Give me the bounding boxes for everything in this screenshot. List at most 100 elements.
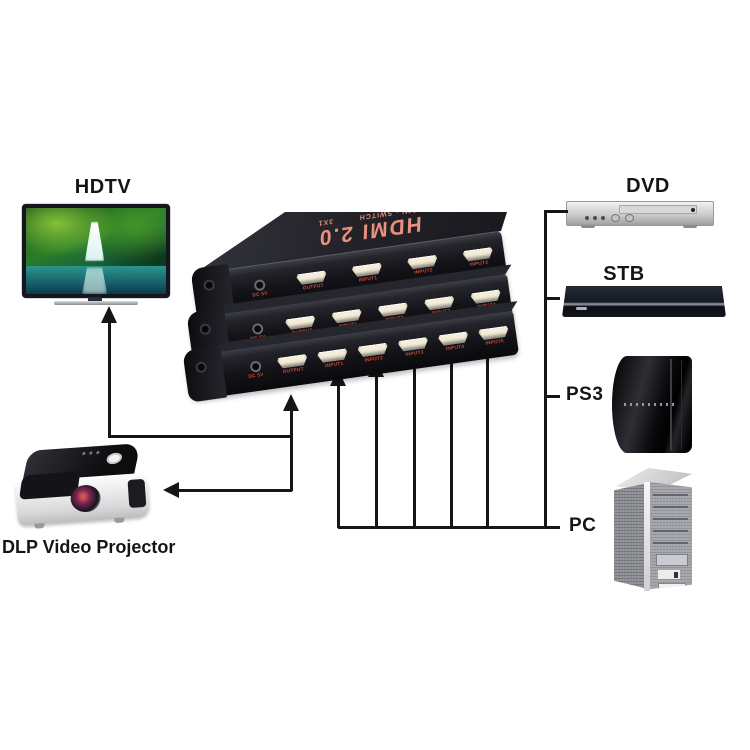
port-label: INPUT3 [405,350,425,358]
projector-label: DLP Video Projector [2,537,176,557]
port-label: INPUT5 [485,338,505,347]
line-input4 [450,357,453,528]
ps3-label: PS3 [566,384,604,405]
port-label: INPUT1 [358,275,378,284]
projector-body [15,471,151,529]
hdmi-port-icon [407,255,438,270]
dvd-button [601,216,605,220]
line-input5 [486,348,489,528]
port-label: INPUT1 [324,361,344,369]
tv-stand-base [54,301,138,305]
dvd-knob [625,214,634,222]
dc-power-jack: DC 5V [242,359,270,380]
ps3-console-image [612,356,692,453]
hdmi-port-icon [352,263,383,278]
hdmi-port-input2: INPUT2 [356,342,390,364]
pc-drive-bay [653,542,688,544]
dc-label: DC 5V [252,291,269,299]
hdmi-port-icon [424,296,455,311]
hdmi-port-icon [331,309,362,324]
projector-button [82,451,86,456]
stb-foot [696,317,712,320]
line-hdtv-vertical [108,321,111,437]
pc-front-panel [650,482,692,589]
dvd-label: DVD [626,175,670,197]
port-label: INPUT3 [469,260,489,268]
hdmi-port-icon [357,343,388,358]
pc-drive-bay [653,506,688,508]
hdmi-port-input3: INPUT3 [397,337,431,359]
hdmi-port-output: OUTPUT [295,270,329,292]
hdtv-screen-forest-image [26,208,166,294]
hdmi-port-icon [462,247,493,262]
ps3-seam [680,360,682,449]
port-label: INPUT2 [364,355,384,364]
dvd-button [593,216,597,220]
stub-dvd [544,210,568,213]
hdmi-port-input2: INPUT2 [406,255,440,277]
projector-foot [114,517,125,524]
pc-tower-image [610,468,696,598]
projector-side-vent [127,478,147,509]
dc-label: DC 5V [248,372,265,380]
projector-button [96,450,100,455]
pc-front-bezel [644,482,650,591]
projector-button [89,451,93,455]
stb-image [562,286,726,317]
arrow-to-output-port [283,394,299,411]
pc-drive-bay [653,530,688,532]
dvd-tray [619,205,697,214]
port-label: OUTPUT [282,367,305,375]
dvd-button [585,216,589,220]
hdmi-port-icon [398,337,429,352]
projector-focus-ring [105,452,123,465]
hdmi-port-input1: INPUT1 [351,262,385,284]
dc-power-jack: DC 5V [246,278,274,299]
line-output-branch-horizontal [108,435,292,438]
dvd-foot [683,225,697,228]
dvd-player-image [566,201,714,228]
hdmi-port-icon [470,289,501,304]
arrow-to-hdtv [101,306,117,323]
hdtv-label: HDTV [74,176,132,198]
hdmi-port-icon [478,326,509,341]
pc-power-button [674,572,678,578]
pc-drive-bay [653,494,688,496]
line-output-vertical [290,409,293,491]
ps3-port-row [624,402,676,406]
pc-vent-slot [658,583,686,589]
port-label: INPUT4 [445,344,465,352]
stb-label: STB [603,263,645,285]
line-sources-bracket [544,210,547,528]
waterfall-graphic [84,221,105,262]
line-input2 [375,375,378,528]
port-label: INPUT2 [414,268,434,276]
line-input1 [337,384,340,528]
hdtv-image [22,204,170,298]
dvd-knob [611,214,620,222]
port-label: OUTPUT [302,283,324,292]
arrow-to-projector [163,482,179,498]
dvd-power-dot [691,208,695,212]
hdmi-port-icon [378,302,409,317]
hdmi-port-icon [317,348,348,363]
dc-jack-icon [248,360,262,373]
line-projector-horizontal [177,489,292,492]
stb-foot [574,317,590,320]
line-sources-baseline [338,526,560,529]
pc-io-panel [658,570,680,579]
projector-lens-icon [69,484,102,514]
projector-foot [34,522,45,529]
line-input3 [413,366,416,528]
stub-ps3 [544,395,560,398]
stub-stb [544,297,560,300]
hdmi-port-input5: INPUT5 [477,325,511,347]
hdmi-port-input1: INPUT1 [316,348,350,370]
pc-drive-bay [653,518,688,520]
pc-label: PC [569,515,597,536]
hdmi-port-input4: INPUT4 [437,331,471,353]
dlp-projector-image [13,438,159,540]
pc-side-panel [614,484,644,588]
tv-stand-neck [88,297,102,302]
